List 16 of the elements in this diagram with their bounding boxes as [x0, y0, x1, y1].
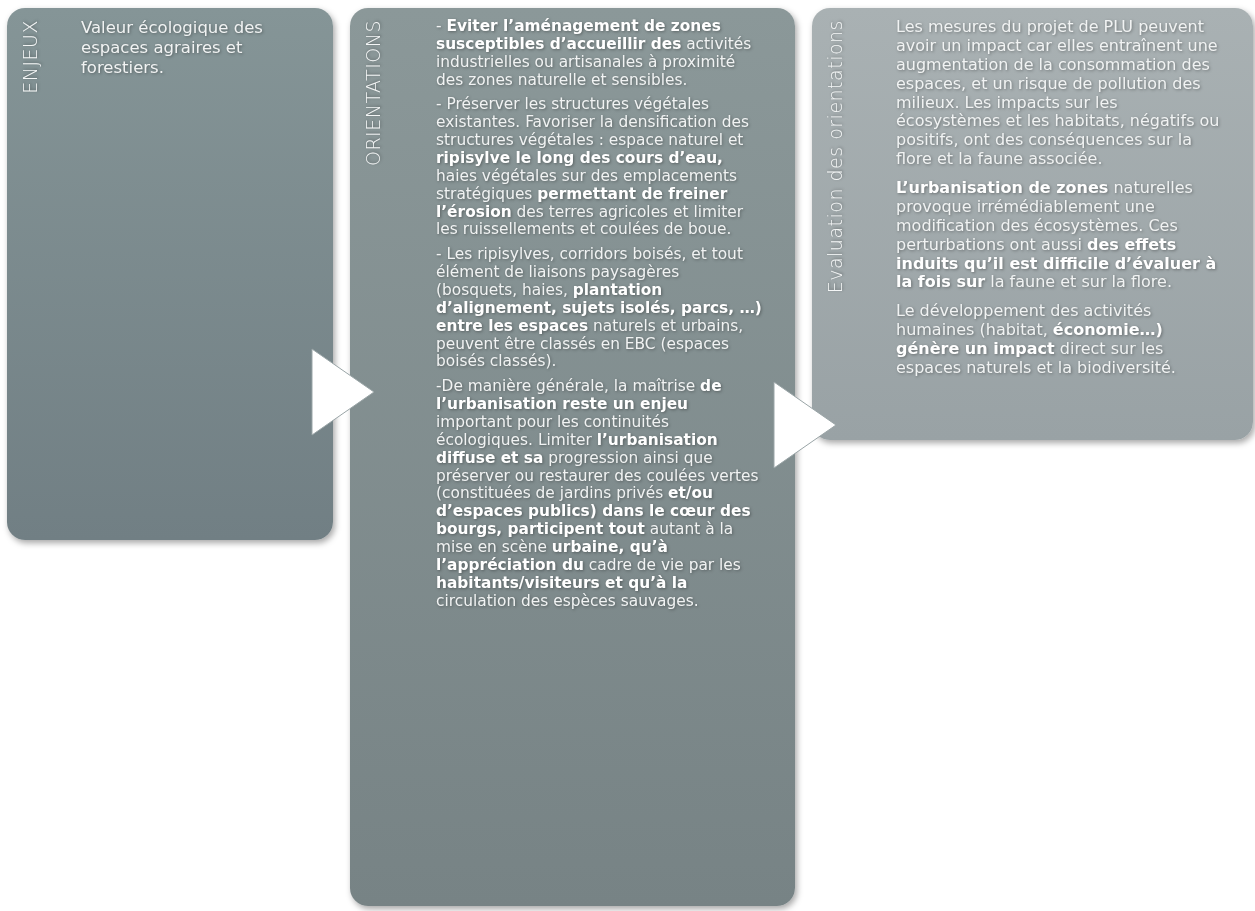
- panel-text: L’urbanisation de zones naturelles provoque irrémédiablement une modification des écosystèmes. Ces perturbations ont aussi des effets induits qu’il est difficile d’évaluer à la fois sur la faune et sur la flore.: [896, 179, 1218, 293]
- panel-text: - Les ripisylves, corridors boisés, et tout élément de liaisons paysagères (bosquets, haies, plantation d’alignement, sujets isolés, parcs, …) entre les espaces naturels et urbains, peuvent être classés en EBC (espaces boisés classés).: [436, 246, 763, 372]
- stage-panel: [7, 8, 333, 540]
- panel-text: - Eviter l’aménagement de zones susceptibles d’accueillir des activités industrielles ou artisanales à proximité des zones naturelle et sensibles.: [436, 18, 753, 90]
- panel-text: Le développement des activités humaines (habitat, économie…) génère un impact direct sur les espaces naturels et la biodiversité.: [896, 302, 1177, 378]
- chevron-arrow: [311, 348, 375, 436]
- panel-text: -De manière générale, la maîtrise de l’urbanisation reste un enjeu important pour les continuités écologiques. Limiter l’urbanisation diffuse et sa progression ainsi que préserver ou restaurer des coulées vertes (constituées de jardins privés et/ou d’espaces publics) dans le cœur des bourgs, participent tout autant à la mise en scène urbaine, qu’à l’appréciation du cadre de vie par les habitants/visiteurs et qu’à la circulation des espèces sauvages.: [436, 378, 760, 611]
- panel-title: Evaluation des orientations: [824, 20, 846, 294]
- panel-text: Les mesures du projet de PLU peuvent avoir un impact car elles entraînent une augmentation de la consommation des espaces, et un risque de pollution des milieux. Les impacts sur les écosystèmes et les habitats, négatifs ou positifs, ont des conséquences sur la flore et la faune associée.: [896, 18, 1221, 169]
- stage-panel: [812, 8, 1253, 440]
- panel-text: - Préserver les structures végétales existantes. Favoriser la densification des structures végétales : espace naturel et ripisylve le long des cours d’eau, haies végétales sur des emplacements stratégiques permettant de freiner l’érosion des terres agricoles et limiter les ruissellements et coulées de boue.: [436, 96, 750, 240]
- panel-title: ORIENTATIONS: [362, 20, 384, 167]
- chevron-arrow: [773, 381, 837, 469]
- panel-text: Valeur écologique des espaces agraires et forestiers.: [81, 18, 264, 78]
- stage-panel: [350, 8, 795, 906]
- panel-title: ENJEUX: [19, 20, 41, 94]
